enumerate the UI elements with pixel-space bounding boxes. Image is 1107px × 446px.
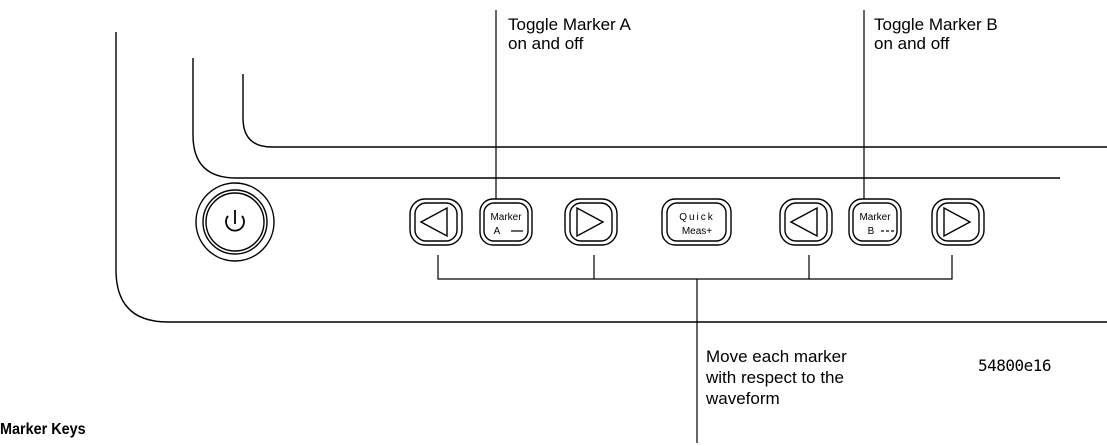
power-button: [195, 182, 275, 262]
left-arrow-icon: [789, 206, 818, 238]
marker-a-key-label: Marker: [490, 212, 522, 223]
callout-move-marker: Move each marker with respect to the wav…: [706, 346, 847, 409]
callout-move-line1: Move each marker: [706, 347, 847, 366]
callout-move-line3: waveform: [706, 389, 780, 408]
callout-marker-a-line1: Toggle Marker A: [508, 15, 631, 34]
right-arrow-icon: [576, 206, 605, 238]
marker-b-left-arrow-key: [779, 198, 833, 246]
callout-marker-a-line2: on and off: [508, 34, 584, 53]
quick-meas-key-label-1: Quick: [679, 212, 715, 223]
quick-meas-key-label-2: Meas+: [682, 226, 712, 237]
marker-a-right-arrow-key: [564, 198, 618, 246]
marker-b-key-letter: B: [868, 226, 875, 237]
display-frame-outer: [192, 58, 1060, 179]
left-arrow-icon: [419, 206, 448, 238]
power-icon: [225, 215, 245, 232]
callout-marker-b-line1: Toggle Marker B: [874, 15, 998, 34]
callout-marker-b: Toggle Marker B on and off: [874, 15, 998, 53]
marker-a-left-arrow-key: [409, 198, 463, 246]
bezel-outline: [115, 32, 1107, 323]
right-arrow-icon: [943, 206, 972, 238]
callout-move-line2: with respect to the: [706, 368, 844, 387]
quick-meas-key-body: [661, 198, 732, 246]
display-frame-inner: [242, 74, 1107, 148]
marker-b-right-arrow-key: [931, 198, 985, 246]
callout-marker-a: Toggle Marker A on and off: [508, 15, 631, 53]
marker-a-key-letter: A: [494, 226, 501, 237]
marker-b-key-label: Marker: [859, 212, 891, 223]
marker-b-key-body: [848, 198, 902, 246]
bracket-arrow-keys: [437, 255, 953, 280]
figure-id: 54800e16: [978, 356, 1052, 375]
figure-caption: Marker Keys: [0, 421, 86, 438]
callout-marker-b-line2: on and off: [874, 34, 950, 53]
marker-a-key-body: [479, 198, 533, 246]
